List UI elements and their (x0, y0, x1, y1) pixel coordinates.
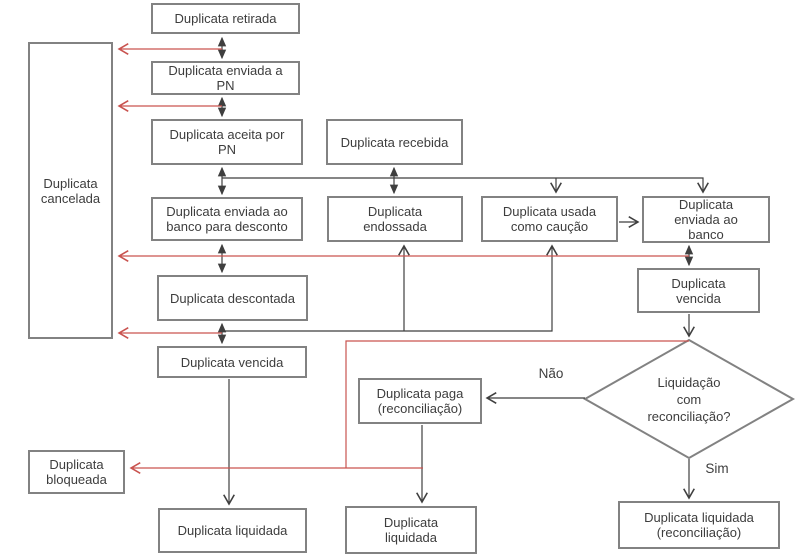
node-duplicata-enviada-banco-desconto: Duplicata enviada ao banco para desconto (151, 197, 303, 241)
node-duplicata-endossada: Duplicata endossada (327, 196, 463, 242)
node-duplicata-retirada: Duplicata retirada (151, 3, 300, 34)
node-duplicata-vencida-direita: Duplicata vencida (637, 268, 760, 313)
decision-liquidacao-com-reconciliacao: Liquidação com reconciliação? (647, 374, 731, 424)
node-duplicata-enviada-ao-banco: Duplicata enviada ao banco (642, 196, 770, 243)
node-duplicata-usada-como-caucao: Duplicata usada como caução (481, 196, 618, 242)
node-duplicata-liquidada-esquerda: Duplicata liquidada (158, 508, 307, 553)
node-duplicata-enviada-a-pn: Duplicata enviada a PN (151, 61, 300, 95)
line-branch-top (222, 177, 703, 192)
red-line-decisao-bloqueada (345, 340, 689, 468)
node-duplicata-cancelada: Duplicata cancelada (28, 42, 113, 339)
edge-label-sim: Sim (705, 461, 729, 476)
node-duplicata-liquidada-reconciliacao: Duplicata liquidada (reconciliação) (618, 501, 780, 549)
line-branch-bottom (222, 246, 552, 332)
decision-diamond-shape (582, 338, 796, 460)
node-duplicata-vencida-esquerda: Duplicata vencida (157, 346, 307, 378)
node-duplicata-recebida: Duplicata recebida (326, 119, 463, 165)
node-duplicata-bloqueada: Duplicata bloqueada (28, 450, 125, 494)
node-duplicata-liquidada-centro: Duplicata liquidada (345, 506, 477, 554)
node-duplicata-aceita-por-pn: Duplicata aceita por PN (151, 119, 303, 165)
edge-label-nao: Não (538, 366, 564, 381)
node-duplicata-descontada: Duplicata descontada (157, 275, 308, 321)
node-duplicata-paga-reconciliacao: Duplicata paga (reconciliação) (358, 378, 482, 424)
